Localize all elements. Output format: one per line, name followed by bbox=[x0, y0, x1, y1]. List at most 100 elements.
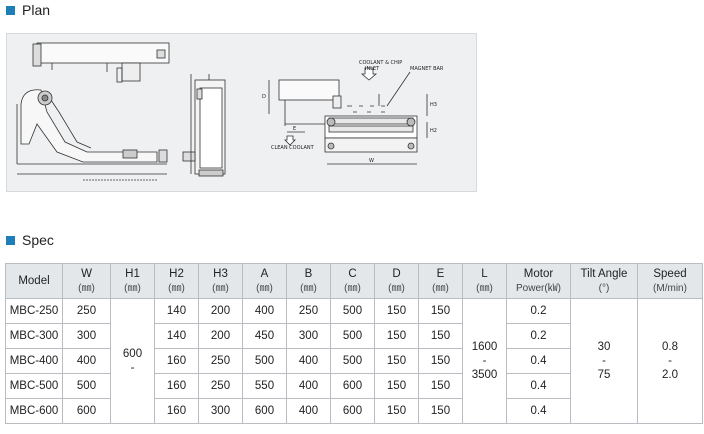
h3-cell: 200 bbox=[198, 298, 243, 324]
section-bullet-icon bbox=[6, 235, 15, 245]
conveyor-front-view bbox=[182, 74, 226, 177]
h3-cell: 300 bbox=[198, 398, 243, 424]
speed-cell-max: 2.0 bbox=[662, 369, 678, 381]
h2-cell: 160 bbox=[154, 348, 199, 374]
column-header: Tilt Angle (°) bbox=[570, 263, 638, 299]
b-cell: 300 bbox=[286, 323, 331, 349]
b-cell: 400 bbox=[286, 348, 331, 374]
column-header-label: Motor bbox=[523, 267, 554, 280]
b-cell: 400 bbox=[286, 373, 331, 399]
dim-d-label: D bbox=[262, 94, 266, 100]
speed-cell: 0.8 - 2.0 bbox=[637, 298, 703, 424]
column-header-unit: (°) bbox=[598, 282, 610, 294]
e-cell: 150 bbox=[418, 348, 463, 374]
d-cell: 150 bbox=[374, 373, 419, 399]
column-header: D(㎜) bbox=[374, 263, 419, 299]
column-header: H1 (㎜) bbox=[110, 263, 155, 299]
coolant-inlet-label-1: COOLANT & CHIP bbox=[359, 60, 402, 66]
magnet-bar-label: MAGNET BAR bbox=[410, 66, 444, 72]
column-header-unit: (㎜) bbox=[388, 282, 405, 294]
section-bullet-icon bbox=[6, 5, 15, 15]
dim-h2-label: H2 bbox=[430, 128, 437, 134]
motor-power-cell: 0.2 bbox=[506, 298, 571, 324]
h1-range-cell-min: 600 bbox=[122, 348, 143, 360]
column-header: L (㎜) bbox=[462, 263, 507, 299]
column-header-unit: Power(㎾) bbox=[515, 282, 561, 294]
h1-range-cell: 600 - bbox=[110, 298, 155, 424]
column-header-unit: (㎜) bbox=[344, 282, 361, 294]
column-header-unit: (㎜) bbox=[212, 282, 229, 294]
column-header: H3(㎜) bbox=[198, 263, 243, 299]
c-cell: 500 bbox=[330, 323, 375, 349]
column-header-unit: (㎜) bbox=[124, 282, 141, 294]
h3-cell: 200 bbox=[198, 323, 243, 349]
w-cell: 500 bbox=[62, 373, 111, 399]
b-cell: 250 bbox=[286, 298, 331, 324]
e-cell: 150 bbox=[418, 323, 463, 349]
w-cell: 300 bbox=[62, 323, 111, 349]
clean-coolant-label: CLEAN COOLANT bbox=[271, 145, 315, 151]
h2-cell: 160 bbox=[154, 373, 199, 399]
l-range-cell: 1600-3500 bbox=[462, 298, 507, 424]
dim-h3-label: H3 bbox=[430, 102, 437, 108]
column-header-label: H1 bbox=[125, 267, 140, 280]
dim-w-label: W bbox=[369, 158, 374, 164]
model-cell: MBC-600 bbox=[5, 398, 63, 424]
plan-title-text: Plan bbox=[22, 2, 51, 18]
h3-cell: 250 bbox=[198, 348, 243, 374]
h2-cell: 140 bbox=[154, 323, 199, 349]
a-cell: 400 bbox=[242, 298, 287, 324]
column-header: H2(㎜) bbox=[154, 263, 199, 299]
plan-section-title: Plan bbox=[6, 0, 50, 20]
a-cell: 450 bbox=[242, 323, 287, 349]
column-header: Model bbox=[5, 263, 63, 299]
coolant-inlet-label-2: INLET bbox=[365, 66, 380, 72]
column-header: W(㎜) bbox=[62, 263, 111, 299]
column-header: Speed(M/min) bbox=[637, 263, 703, 299]
speed-cell-sep: - bbox=[668, 355, 672, 367]
h2-cell: 140 bbox=[154, 298, 199, 324]
h2-cell: 160 bbox=[154, 398, 199, 424]
technical-drawing: COOLANT & CHIP INLET MAGNET BAR CLEAN CO… bbox=[16, 42, 444, 181]
a-cell: 600 bbox=[242, 398, 287, 424]
motor-power-cell: 0.4 bbox=[506, 398, 571, 424]
d-cell: 150 bbox=[374, 323, 419, 349]
motor-power-cell: 0.2 bbox=[506, 323, 571, 349]
a-cell: 500 bbox=[242, 348, 287, 374]
spec-title-text: Spec bbox=[22, 232, 54, 248]
motor-power-cell: 0.4 bbox=[506, 348, 571, 374]
cross-section-view bbox=[268, 67, 428, 165]
tilt-angle-cell-sep: - bbox=[602, 355, 606, 367]
column-header-label: C bbox=[348, 267, 357, 280]
column-header-label: L bbox=[481, 267, 488, 280]
column-header-label: A bbox=[260, 267, 269, 280]
a-cell: 550 bbox=[242, 373, 287, 399]
w-cell: 400 bbox=[62, 348, 111, 374]
dim-e-label: E bbox=[293, 126, 296, 132]
column-header-unit: (㎜) bbox=[256, 282, 273, 294]
column-header: A (㎜) bbox=[242, 263, 287, 299]
column-header-unit: (㎜) bbox=[476, 282, 493, 294]
column-header-label: W bbox=[81, 267, 92, 280]
column-header-label: Speed bbox=[653, 267, 687, 280]
conveyor-side-view bbox=[16, 42, 170, 181]
e-cell: 150 bbox=[418, 398, 463, 424]
motor-power-cell: 0.4 bbox=[506, 373, 571, 399]
h1-range-cell-sep: - bbox=[130, 362, 135, 374]
w-cell: 250 bbox=[62, 298, 111, 324]
column-header-unit: (㎜) bbox=[168, 282, 185, 294]
column-header: B(㎜) bbox=[286, 263, 331, 299]
column-header: E(㎜) bbox=[418, 263, 463, 299]
speed-cell-min: 0.8 bbox=[662, 341, 678, 353]
column-header-label: Tilt Angle bbox=[580, 267, 628, 280]
d-cell: 150 bbox=[374, 348, 419, 374]
column-header-label: B bbox=[304, 267, 313, 280]
e-cell: 150 bbox=[418, 298, 463, 324]
column-header-label: E bbox=[436, 267, 445, 280]
